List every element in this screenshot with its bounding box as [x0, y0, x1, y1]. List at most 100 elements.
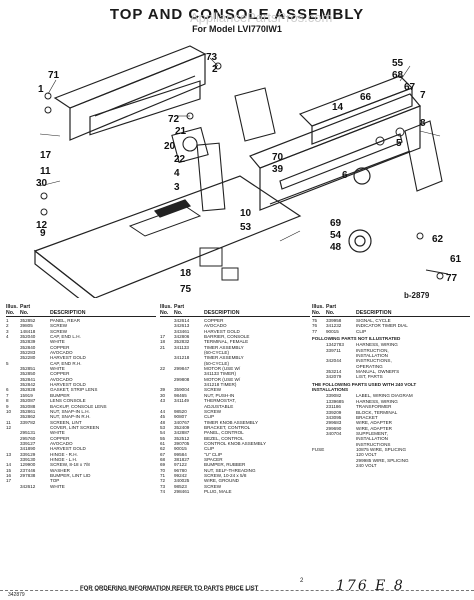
part-description: WHITE — [50, 483, 65, 489]
model-subtitle: For Model LVI770IW1 — [192, 24, 282, 34]
part-description: SCREW — [204, 387, 222, 393]
callout-48: 48 — [330, 242, 342, 253]
part-number: 352851 — [20, 366, 36, 372]
part-number: 352040 — [20, 334, 36, 340]
callout-12: 12 — [36, 220, 48, 231]
parts-row: (50-CYCLE) — [160, 361, 310, 366]
parts-row: 352850 COPPER — [6, 371, 156, 376]
leader-lines — [39, 57, 441, 242]
part-description: BEZEL, CONTROL — [204, 435, 244, 441]
part-number: 237446 — [20, 467, 36, 473]
small-parts-drawing — [40, 62, 449, 281]
part-description: BRACKET, CONTROL — [204, 424, 251, 430]
callout-3: 3 — [174, 182, 180, 193]
part-number: 99242 — [174, 472, 187, 478]
illus-number: 17 — [6, 478, 12, 484]
callout-53: 53 — [240, 222, 252, 233]
part-number: 352087 — [20, 398, 36, 404]
part-number: 352839 — [20, 339, 36, 345]
part-description: MANUAL, OWNER'S — [356, 369, 400, 375]
part-description: NUT, SELF-THREADING — [204, 467, 256, 473]
figure-number: b-2879 — [404, 291, 430, 300]
illus-number: 11 — [6, 419, 11, 425]
callout-8: 8 — [420, 118, 426, 129]
part-number — [326, 463, 356, 468]
part-description: TRANSFORMER — [356, 404, 392, 410]
callout-68: 68 — [392, 70, 404, 81]
part-description: SCREW — [204, 408, 222, 414]
part-number: 1342783 — [326, 342, 344, 348]
part-number: 339782 — [20, 419, 36, 425]
part-description: COPPER — [50, 371, 70, 377]
part-description: 240 VOLT — [356, 462, 377, 468]
part-number: 295131 — [20, 430, 36, 436]
callout-77: 77 — [446, 273, 458, 284]
part-number: 148418 — [20, 328, 36, 334]
part-description: AVOCADO — [50, 350, 73, 356]
callout-55: 55 — [392, 58, 404, 69]
console-panel-drawing — [249, 93, 421, 253]
column-header: Illus.Part No.No.DESCRIPTION — [312, 304, 470, 317]
part-number: 342806 — [174, 334, 190, 340]
part-description: HARNESS, WIRING — [356, 398, 398, 404]
illus-number: 73 — [160, 483, 166, 489]
part-description: WIRE, ADAPTER — [356, 420, 392, 426]
callout-62: 62 — [432, 234, 444, 245]
part-number: 352832 — [174, 339, 190, 345]
watermark: AppliancePartsPros.com — [190, 10, 333, 25]
callout-9: 9 — [40, 228, 46, 239]
part-number: 90807 — [174, 414, 187, 420]
part-description: CLIP — [356, 328, 367, 334]
callout-72: 72 — [168, 114, 180, 125]
callout-7: 7 — [420, 90, 426, 101]
illus-number: 2 — [6, 323, 9, 329]
part-description: BLOCK, TERMINAL — [356, 409, 398, 415]
callout-6: 6 — [342, 170, 348, 181]
illus-number: 8 — [6, 398, 9, 404]
illus-number: 68 — [160, 456, 166, 462]
part-description: SCREW — [50, 328, 68, 334]
part-description: CLIP — [204, 414, 215, 420]
callout-18: 18 — [180, 268, 192, 279]
part-number: 99584 — [174, 451, 187, 457]
callout-17: 17 — [40, 150, 52, 161]
part-description: SCREW — [50, 323, 68, 329]
part-number: 352850 — [20, 371, 36, 377]
illus-number: 16 — [6, 472, 12, 478]
part-description: WASHER — [50, 467, 70, 473]
illus-number: 48 — [160, 419, 166, 425]
parts-row: 341133 TIMER) — [160, 371, 310, 376]
illus-number: 4 — [6, 334, 9, 340]
illus-number: 18 — [160, 339, 166, 345]
document-code: 342879 — [8, 592, 25, 598]
part-number: 342612 — [20, 483, 36, 489]
illus-number: 55 — [160, 435, 166, 441]
part-description: "U" CLIP — [204, 451, 223, 457]
column-header: Illus.Part No.No.DESCRIPTION — [160, 304, 310, 317]
